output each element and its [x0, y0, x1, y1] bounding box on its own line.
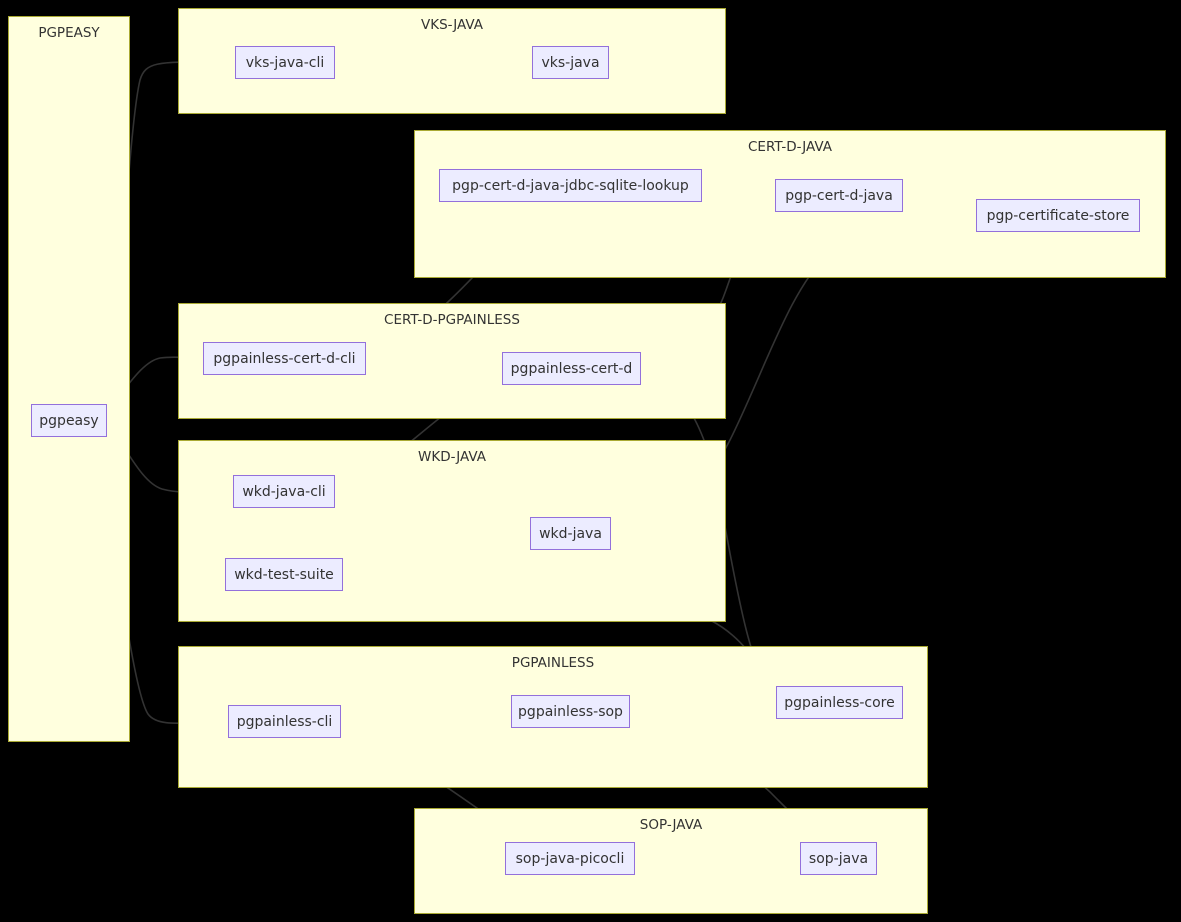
- node-label-vks-java: vks-java: [541, 54, 600, 71]
- node-label-pgpainless-sop: pgpainless-sop: [518, 703, 623, 720]
- node-label-pgp-certificate-store: pgp-certificate-store: [986, 207, 1130, 224]
- node-pgpainless-sop[interactable]: pgpainless-sop: [511, 695, 630, 728]
- node-label-pgp-cert-d-java: pgp-cert-d-java: [785, 187, 893, 204]
- node-pgpeasy[interactable]: pgpeasy: [31, 404, 107, 437]
- cluster-label-cert-d-java: CERT-D-JAVA: [748, 139, 832, 155]
- node-pgpainless-core[interactable]: pgpainless-core: [776, 686, 903, 719]
- cluster-label-pgpainless: PGPAINLESS: [511, 655, 595, 671]
- cluster-wkd-java: WKD-JAVA: [178, 440, 726, 622]
- node-vks-java[interactable]: vks-java: [532, 46, 609, 79]
- node-label-wkd-java: wkd-java: [539, 525, 602, 542]
- node-wkd-test-suite[interactable]: wkd-test-suite: [225, 558, 343, 591]
- cluster-label-cert-d-pgpainless: CERT-D-PGPAINLESS: [384, 312, 520, 328]
- node-pgp-cert-d-java[interactable]: pgp-cert-d-java: [775, 179, 903, 212]
- node-label-pgpeasy: pgpeasy: [39, 412, 99, 429]
- node-pgpainless-cert-d[interactable]: pgpainless-cert-d: [502, 352, 641, 385]
- node-pgp-cert-d-java-jdbc-sqlite-lookup[interactable]: pgp-cert-d-java-jdbc-sqlite-lookup: [439, 169, 702, 202]
- node-wkd-java-cli[interactable]: wkd-java-cli: [233, 475, 335, 508]
- node-label-sop-java: sop-java: [808, 850, 869, 867]
- node-wkd-java[interactable]: wkd-java: [530, 517, 611, 550]
- cluster-label-wkd-java: WKD-JAVA: [418, 449, 486, 465]
- node-label-pgpainless-cert-d: pgpainless-cert-d: [510, 360, 633, 377]
- node-label-pgpainless-core: pgpainless-core: [784, 694, 895, 711]
- cluster-label-pgpeasy: PGPEASY: [38, 25, 100, 41]
- node-pgpainless-cert-d-cli[interactable]: pgpainless-cert-d-cli: [203, 342, 366, 375]
- node-vks-java-cli[interactable]: vks-java-cli: [235, 46, 335, 79]
- node-label-sop-java-picocli: sop-java-picocli: [515, 850, 625, 867]
- cluster-pgpeasy: PGPEASY: [8, 16, 130, 742]
- node-pgp-certificate-store[interactable]: pgp-certificate-store: [976, 199, 1140, 232]
- node-label-pgp-cert-d-java-jdbc-sqlite-lookup: pgp-cert-d-java-jdbc-sqlite-lookup: [452, 177, 689, 194]
- node-pgpainless-cli[interactable]: pgpainless-cli: [228, 705, 341, 738]
- node-sop-java[interactable]: sop-java: [800, 842, 877, 875]
- node-label-pgpainless-cli: pgpainless-cli: [236, 713, 333, 730]
- node-sop-java-picocli[interactable]: sop-java-picocli: [505, 842, 635, 875]
- cluster-label-vks-java: VKS-JAVA: [420, 17, 483, 33]
- node-label-vks-java-cli: vks-java-cli: [245, 54, 325, 71]
- node-label-pgpainless-cert-d-cli: pgpainless-cert-d-cli: [213, 350, 356, 367]
- node-label-wkd-java-cli: wkd-java-cli: [242, 483, 326, 500]
- node-label-wkd-test-suite: wkd-test-suite: [234, 566, 334, 583]
- cluster-label-sop-java: SOP-JAVA: [639, 817, 703, 833]
